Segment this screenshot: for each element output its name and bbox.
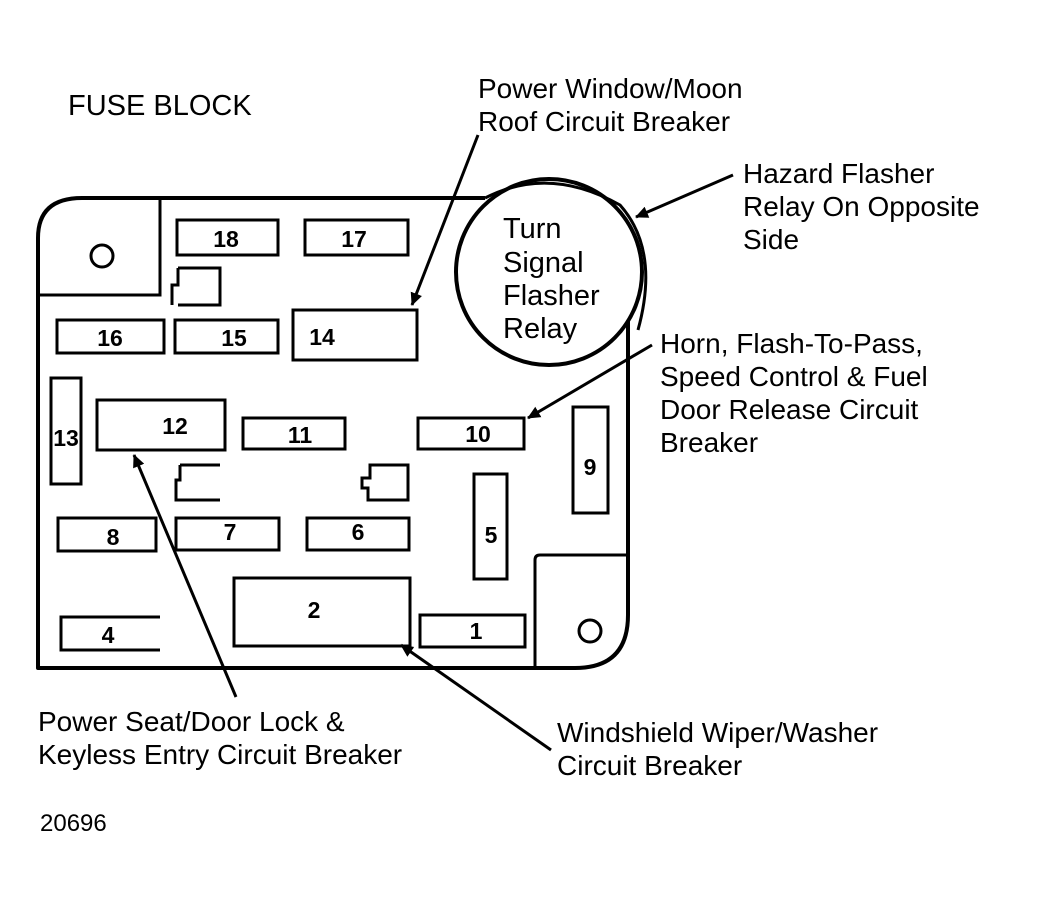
empty-slot-left xyxy=(174,463,220,502)
fuse-13-label: 13 xyxy=(53,425,79,451)
fuse-9 xyxy=(571,405,610,515)
fuse-9-label: 9 xyxy=(584,454,597,480)
callout-hazard-flasher: Hazard Flasher Relay On Opposite Side xyxy=(743,158,987,255)
empty-slot-right xyxy=(360,463,410,502)
fuse-16 xyxy=(55,318,166,355)
mount-hole-bottom-right xyxy=(577,618,603,644)
fuse-1 xyxy=(418,613,527,649)
fuse-7 xyxy=(174,516,281,552)
fuse-10 xyxy=(416,416,526,451)
fuse-12-label: 12 xyxy=(162,413,188,439)
fuse-13 xyxy=(49,376,83,486)
arrow-power-window xyxy=(410,134,480,306)
fuse-4 xyxy=(59,615,160,652)
fuse-2-label: 2 xyxy=(308,597,321,623)
mount-corner-top-left xyxy=(38,200,162,297)
fuse-11-label: 11 xyxy=(288,422,313,448)
fuse-15-label: 15 xyxy=(221,325,247,351)
fuse-8-label: 8 xyxy=(107,524,120,550)
fuse-16-label: 16 xyxy=(97,325,123,351)
fuse-4-label: 4 xyxy=(102,622,115,648)
mount-corner-bottom-right xyxy=(533,553,628,668)
fuse-6 xyxy=(305,516,411,552)
fuse-14-label: 14 xyxy=(309,324,335,350)
fuse-18-label: 18 xyxy=(213,226,239,252)
fuse-block-outline xyxy=(36,196,630,670)
fuse-8 xyxy=(56,516,158,553)
fuse-14 xyxy=(291,308,419,362)
arrow-power-seat xyxy=(132,454,238,698)
arrow-horn xyxy=(527,343,653,420)
figure-number: 20696 xyxy=(40,810,107,837)
fuse-1-label: 1 xyxy=(470,618,483,644)
fuse-2 xyxy=(232,576,412,648)
arrow-hazard-flasher xyxy=(635,173,734,219)
fuse-7-label: 7 xyxy=(224,519,237,545)
fuse-5 xyxy=(472,472,509,581)
fuse-5-label: 5 xyxy=(485,522,498,548)
turn-signal-flasher-relay xyxy=(454,177,644,367)
callout-horn: Horn, Flash-To-Pass, Speed Control & Fue… xyxy=(660,328,936,458)
callout-power-seat: Power Seat/Door Lock & Keyless Entry Cir… xyxy=(38,706,402,770)
mount-hole-top-left xyxy=(89,243,115,269)
empty-slot-top xyxy=(170,266,222,307)
fuse-17-label: 17 xyxy=(341,226,367,252)
fuse-12 xyxy=(95,398,227,452)
fuse-18 xyxy=(175,218,280,257)
callout-wiper: Windshield Wiper/Washer Circuit Breaker xyxy=(557,717,886,781)
hazard-relay-outline xyxy=(484,181,648,331)
fuse-17 xyxy=(303,218,410,257)
callout-power-window: Power Window/Moon Roof Circuit Breaker xyxy=(478,73,750,137)
arrow-wiper xyxy=(400,643,552,752)
fuse-10-label: 10 xyxy=(465,421,491,447)
diagram-title: FUSE BLOCK xyxy=(68,90,252,122)
relay-label: Turn Signal Flasher Relay xyxy=(503,213,608,345)
fuse-15 xyxy=(173,318,280,355)
fuse-11 xyxy=(241,416,347,451)
fuse-6-label: 6 xyxy=(352,519,365,545)
